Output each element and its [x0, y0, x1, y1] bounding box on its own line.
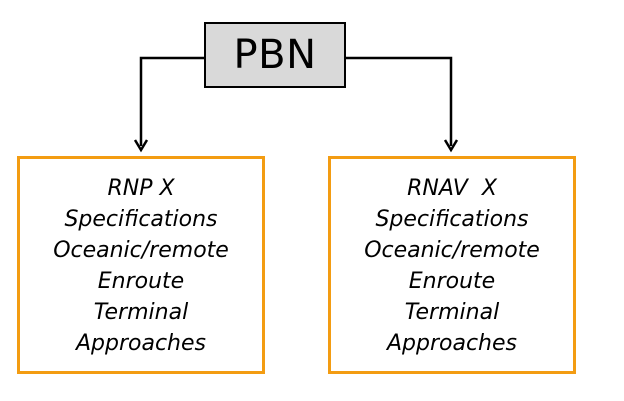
- child-node-rnav: RNAV X Specifications Oceanic/remote Enr…: [328, 156, 576, 374]
- rnp-line-enroute: Enroute: [97, 269, 185, 294]
- child-node-rnp: RNP X Specifications Oceanic/remote Enro…: [17, 156, 265, 374]
- rnp-line-oceanic: Oceanic/remote: [53, 238, 229, 263]
- connector-left: [139, 56, 204, 146]
- rnav-line-specifications: Specifications: [375, 207, 529, 232]
- rnp-line-approaches: Approaches: [75, 331, 206, 356]
- rnp-title: RNP X: [107, 176, 175, 201]
- connector-right: [346, 56, 453, 146]
- arrow-left-icon: [133, 139, 149, 153]
- rnav-line-enroute: Enroute: [408, 269, 496, 294]
- rnav-title: RNAV X: [407, 176, 497, 201]
- rnav-line-oceanic: Oceanic/remote: [364, 238, 540, 263]
- rnp-line-specifications: Specifications: [64, 207, 218, 232]
- root-node-label: PBN: [233, 32, 317, 78]
- arrow-right-icon: [443, 139, 459, 153]
- rnp-line-terminal: Terminal: [93, 300, 189, 325]
- rnav-line-terminal: Terminal: [404, 300, 500, 325]
- root-node-pbn: PBN: [204, 22, 346, 88]
- rnav-line-approaches: Approaches: [386, 331, 517, 356]
